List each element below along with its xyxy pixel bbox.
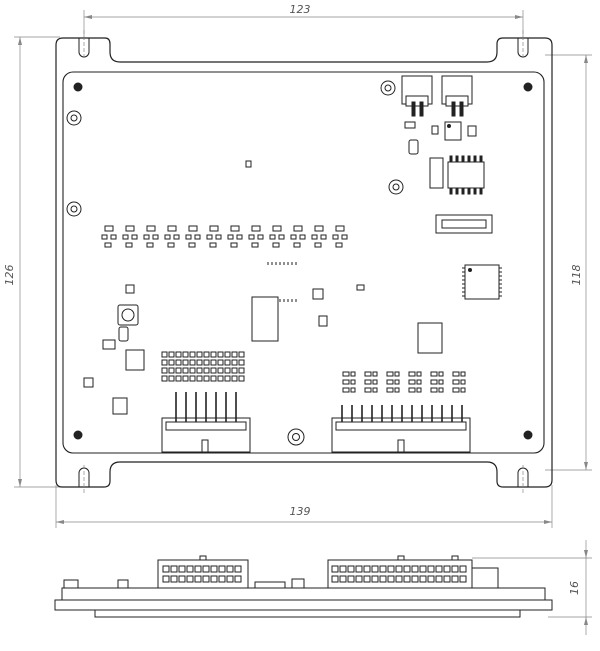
smd-row bbox=[101, 225, 348, 248]
side-view bbox=[54, 555, 553, 618]
microcontroller bbox=[464, 264, 500, 300]
side-connector-pins bbox=[162, 565, 467, 583]
pin-header bbox=[435, 214, 493, 234]
connector-left bbox=[161, 417, 251, 453]
resistor-array bbox=[161, 351, 245, 382]
power-section bbox=[83, 284, 145, 415]
pcb-board bbox=[62, 71, 545, 454]
dimension-118: 118 bbox=[545, 54, 592, 471]
smd-cluster bbox=[342, 371, 466, 393]
dim-label-126: 126 bbox=[3, 265, 16, 286]
ic-small-top bbox=[404, 121, 477, 155]
ic-soic-right bbox=[429, 155, 485, 195]
dimension-139: 139 bbox=[55, 485, 553, 528]
dimension-16: 16 bbox=[472, 540, 592, 635]
mounting-slots bbox=[78, 30, 529, 495]
dim-label-123: 123 bbox=[290, 3, 311, 16]
connector-left-pins bbox=[175, 392, 237, 422]
connector-right bbox=[331, 417, 471, 453]
top-connectors bbox=[401, 75, 473, 117]
connector-right-pins bbox=[341, 405, 463, 422]
ic-center bbox=[245, 160, 443, 354]
board-holes bbox=[66, 80, 533, 446]
dimension-123: 123 bbox=[83, 3, 524, 40]
dim-label-139: 139 bbox=[290, 505, 311, 518]
dim-label-16: 16 bbox=[568, 581, 581, 595]
housing-outline bbox=[55, 37, 553, 488]
dimension-126: 126 bbox=[3, 36, 60, 488]
dim-label-118: 118 bbox=[570, 265, 583, 286]
